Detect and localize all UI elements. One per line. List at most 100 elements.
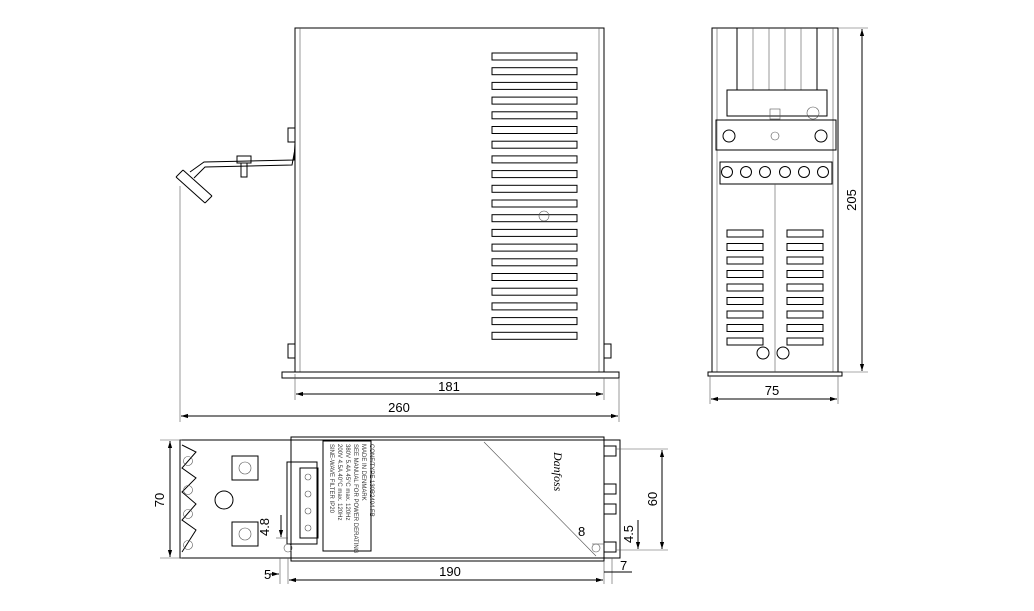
front-terminal-screws [721,166,829,178]
top-earth-bracket [181,444,197,553]
front-vent-slot-right [786,270,824,278]
side-vent-slot [491,287,578,296]
front-terminal-screw [779,166,791,178]
dimension-70: 70 [152,439,182,559]
side-stud-lower-right [603,343,612,359]
side-vent-slot [491,96,578,105]
front-vent-slot-left [726,256,764,265]
label-line-5: MADE IN DENMARK [360,444,366,501]
side-vent-slot [491,302,578,311]
brand-logo: Danfoss [551,451,565,492]
front-vent-slot-right [786,256,824,265]
side-vent-slot [491,317,578,326]
side-stud-lower-left [287,343,296,359]
front-bottom-screw-left [756,346,770,360]
label-line-1: SINE-WAVE FILTER IP20 [328,444,334,514]
side-vent-slot [491,67,578,76]
side-vent-slot [491,243,578,252]
side-view [175,27,620,379]
side-vent-slot [491,199,578,208]
front-vent-slot-right [786,229,824,238]
dim-7-label: 7 [620,558,627,573]
top-view-outline [179,439,621,559]
front-terminal-screw [721,166,733,178]
front-vent-slot-right [786,297,824,305]
dim-5-label: 5 [264,567,271,582]
front-vent-slot-right [786,310,824,319]
label-line-6: CONF/TYPE 130B2404 FB [368,444,374,517]
front-vent-slot-left [726,297,764,305]
front-vent-slot-left [726,310,764,319]
front-vent-slot-left [726,283,764,292]
top-earth-screw [214,490,234,510]
side-vent-slot [491,273,578,281]
side-vent-slot [491,214,578,223]
dim-190-label: 190 [439,564,461,579]
dimension-205: 205 [838,27,868,373]
side-screw [538,210,550,222]
dimension-4-5: 4.5 [621,520,641,549]
dim-4-8-label: 4.8 [257,518,272,536]
top-view: SINE-WAVE FILTER IP20 200V 4.5A 40°C max… [179,436,621,562]
front-terminal-screw [817,166,829,178]
side-vent-slot [491,111,578,120]
dim-4-5-label: 4.5 [621,525,636,543]
dimension-60: 60 [616,448,668,551]
label-line-3: 380V 5.4A 45°C max. 120Hz [344,444,350,520]
dimension-75: 75 [709,376,839,404]
terminal-block [736,27,818,91]
rating-label [322,440,372,552]
earth-plate [715,119,837,151]
dim-75-label: 75 [765,383,779,398]
dim-205-label: 205 [844,189,859,211]
front-view [707,27,843,377]
dim-260-label: 260 [388,400,410,415]
side-stud-upper [287,127,296,143]
dimension-190: 190 [287,558,605,584]
top-terminal-lower [231,521,259,547]
front-vent-slot-right [786,283,824,292]
side-vent-slot [491,126,578,134]
side-vent-slots [491,52,578,340]
earth-bracket [175,142,296,204]
dim-70-label: 70 [152,493,167,507]
front-vent-slot-left [726,337,764,346]
side-vent-slot [491,155,578,164]
dim-60-label: 60 [645,492,660,506]
front-terminal-screw [740,166,752,178]
dimension-7: 7 [604,558,632,584]
front-vent-slots [726,229,824,346]
side-vent-slot [491,81,578,90]
dimension-260: 260 [179,186,620,422]
front-vent-slot-left [726,270,764,278]
dimension-181: 181 [294,374,605,400]
front-vent-slot-right [786,337,824,346]
label-line-2: 200V 4.5A 40°C max. 120Hz [336,444,342,520]
side-vent-slot [491,258,578,267]
front-bottom-screw-right [776,346,790,360]
dim-181-label: 181 [438,379,460,394]
front-terminal-screw [798,166,810,178]
side-vent-slot [491,331,578,340]
dimension-8: 8 [578,524,604,545]
side-vent-slot [491,228,578,237]
front-vent-slot-left [726,243,764,251]
front-vent-slot-left [726,229,764,238]
front-terminal-screw [759,166,771,178]
dimension-4-8: 4.8 [257,515,288,539]
top-terminal-upper [231,455,259,481]
side-view-base-plate [281,371,620,379]
front-vent-slot-right [786,324,824,332]
dimension-5: 5 [264,558,281,584]
dim-8-label: 8 [578,524,585,539]
front-vent-slot-left [726,324,764,332]
label-line-4: SEE MANUAL FOR POWER DERATING [352,444,358,554]
top-view-housing [290,436,605,562]
side-vent-slot [491,52,578,61]
front-vent-slot-right [786,243,824,251]
top-terminal-strip [286,461,318,545]
side-vent-slot [491,184,578,193]
side-vent-slot [491,170,578,179]
side-vent-slot [491,140,578,149]
